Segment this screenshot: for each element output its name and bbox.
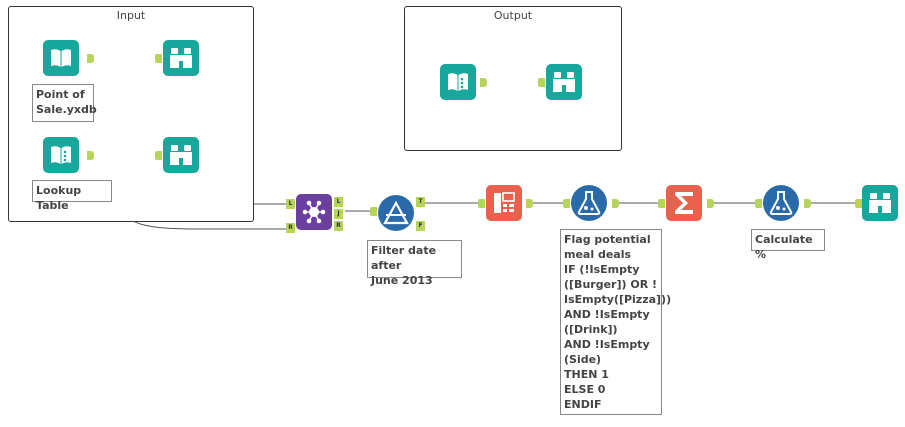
browse-tool-1[interactable] <box>163 40 199 76</box>
summarize-tool[interactable] <box>666 185 702 221</box>
annotation-lookup-table: Lookup Table <box>32 180 112 212</box>
input-tool-point-of-sale[interactable] <box>43 40 79 76</box>
crosstab-icon <box>494 192 515 213</box>
binoculars-icon <box>553 72 575 92</box>
output-anchor[interactable] <box>526 199 533 208</box>
annotation-formula: Flag potential meal deals IF (!IsEmpty (… <box>560 229 671 415</box>
input-anchor[interactable] <box>155 54 162 63</box>
output-anchor[interactable] <box>707 199 714 208</box>
binoculars-icon <box>170 48 192 68</box>
input-anchor[interactable] <box>370 207 377 216</box>
binoculars-icon <box>170 145 192 165</box>
output-anchor[interactable] <box>87 54 94 63</box>
join-right-anchor[interactable]: R <box>286 223 295 233</box>
input-anchor[interactable] <box>478 199 485 208</box>
output-anchor[interactable] <box>480 78 487 87</box>
input-container-title: Input <box>116 9 146 22</box>
book-icon <box>51 49 71 67</box>
book-icon <box>448 73 468 91</box>
filter-true-anchor[interactable]: T <box>416 197 425 207</box>
input-anchor[interactable] <box>155 151 162 160</box>
flask-icon <box>769 191 793 215</box>
input-tool-lookup-table[interactable] <box>43 137 79 173</box>
binoculars-icon <box>869 193 891 213</box>
output-anchor[interactable] <box>804 199 811 208</box>
join-output-right-anchor[interactable]: R <box>334 221 343 231</box>
input-anchor[interactable] <box>855 199 862 208</box>
browse-tool-3[interactable] <box>862 185 898 221</box>
input-anchor[interactable] <box>538 78 545 87</box>
annotation-point-of-sale: Point of Sale.yxdb <box>32 84 97 122</box>
join-output-left-anchor[interactable]: L <box>334 197 343 207</box>
join-output-join-anchor[interactable]: J <box>334 209 343 219</box>
join-icon <box>302 200 326 224</box>
output-input-tool[interactable] <box>440 64 476 100</box>
filter-false-anchor[interactable]: F <box>416 221 425 231</box>
annotation-filter: Filter date after June 2013 <box>367 240 462 287</box>
crosstab-tool[interactable] <box>486 185 522 221</box>
annotation-calculate: Calculate % <box>751 229 825 261</box>
join-tool[interactable] <box>296 194 332 230</box>
filter-icon <box>383 201 409 225</box>
book-icon <box>51 146 71 164</box>
sigma-icon <box>675 192 693 214</box>
flask-icon <box>577 191 601 215</box>
formula-tool-2[interactable] <box>763 185 799 221</box>
input-anchor[interactable] <box>563 199 570 208</box>
filter-tool[interactable] <box>378 195 414 231</box>
output-anchor[interactable] <box>612 199 619 208</box>
output-anchor[interactable] <box>87 151 94 160</box>
input-anchor[interactable] <box>755 199 762 208</box>
input-anchor[interactable] <box>658 199 665 208</box>
join-left-anchor[interactable]: L <box>286 199 295 209</box>
formula-tool-1[interactable] <box>571 185 607 221</box>
output-browse-tool[interactable] <box>546 64 582 100</box>
output-container[interactable]: Output <box>404 6 622 151</box>
output-container-title: Output <box>493 9 533 22</box>
browse-tool-2[interactable] <box>163 137 199 173</box>
